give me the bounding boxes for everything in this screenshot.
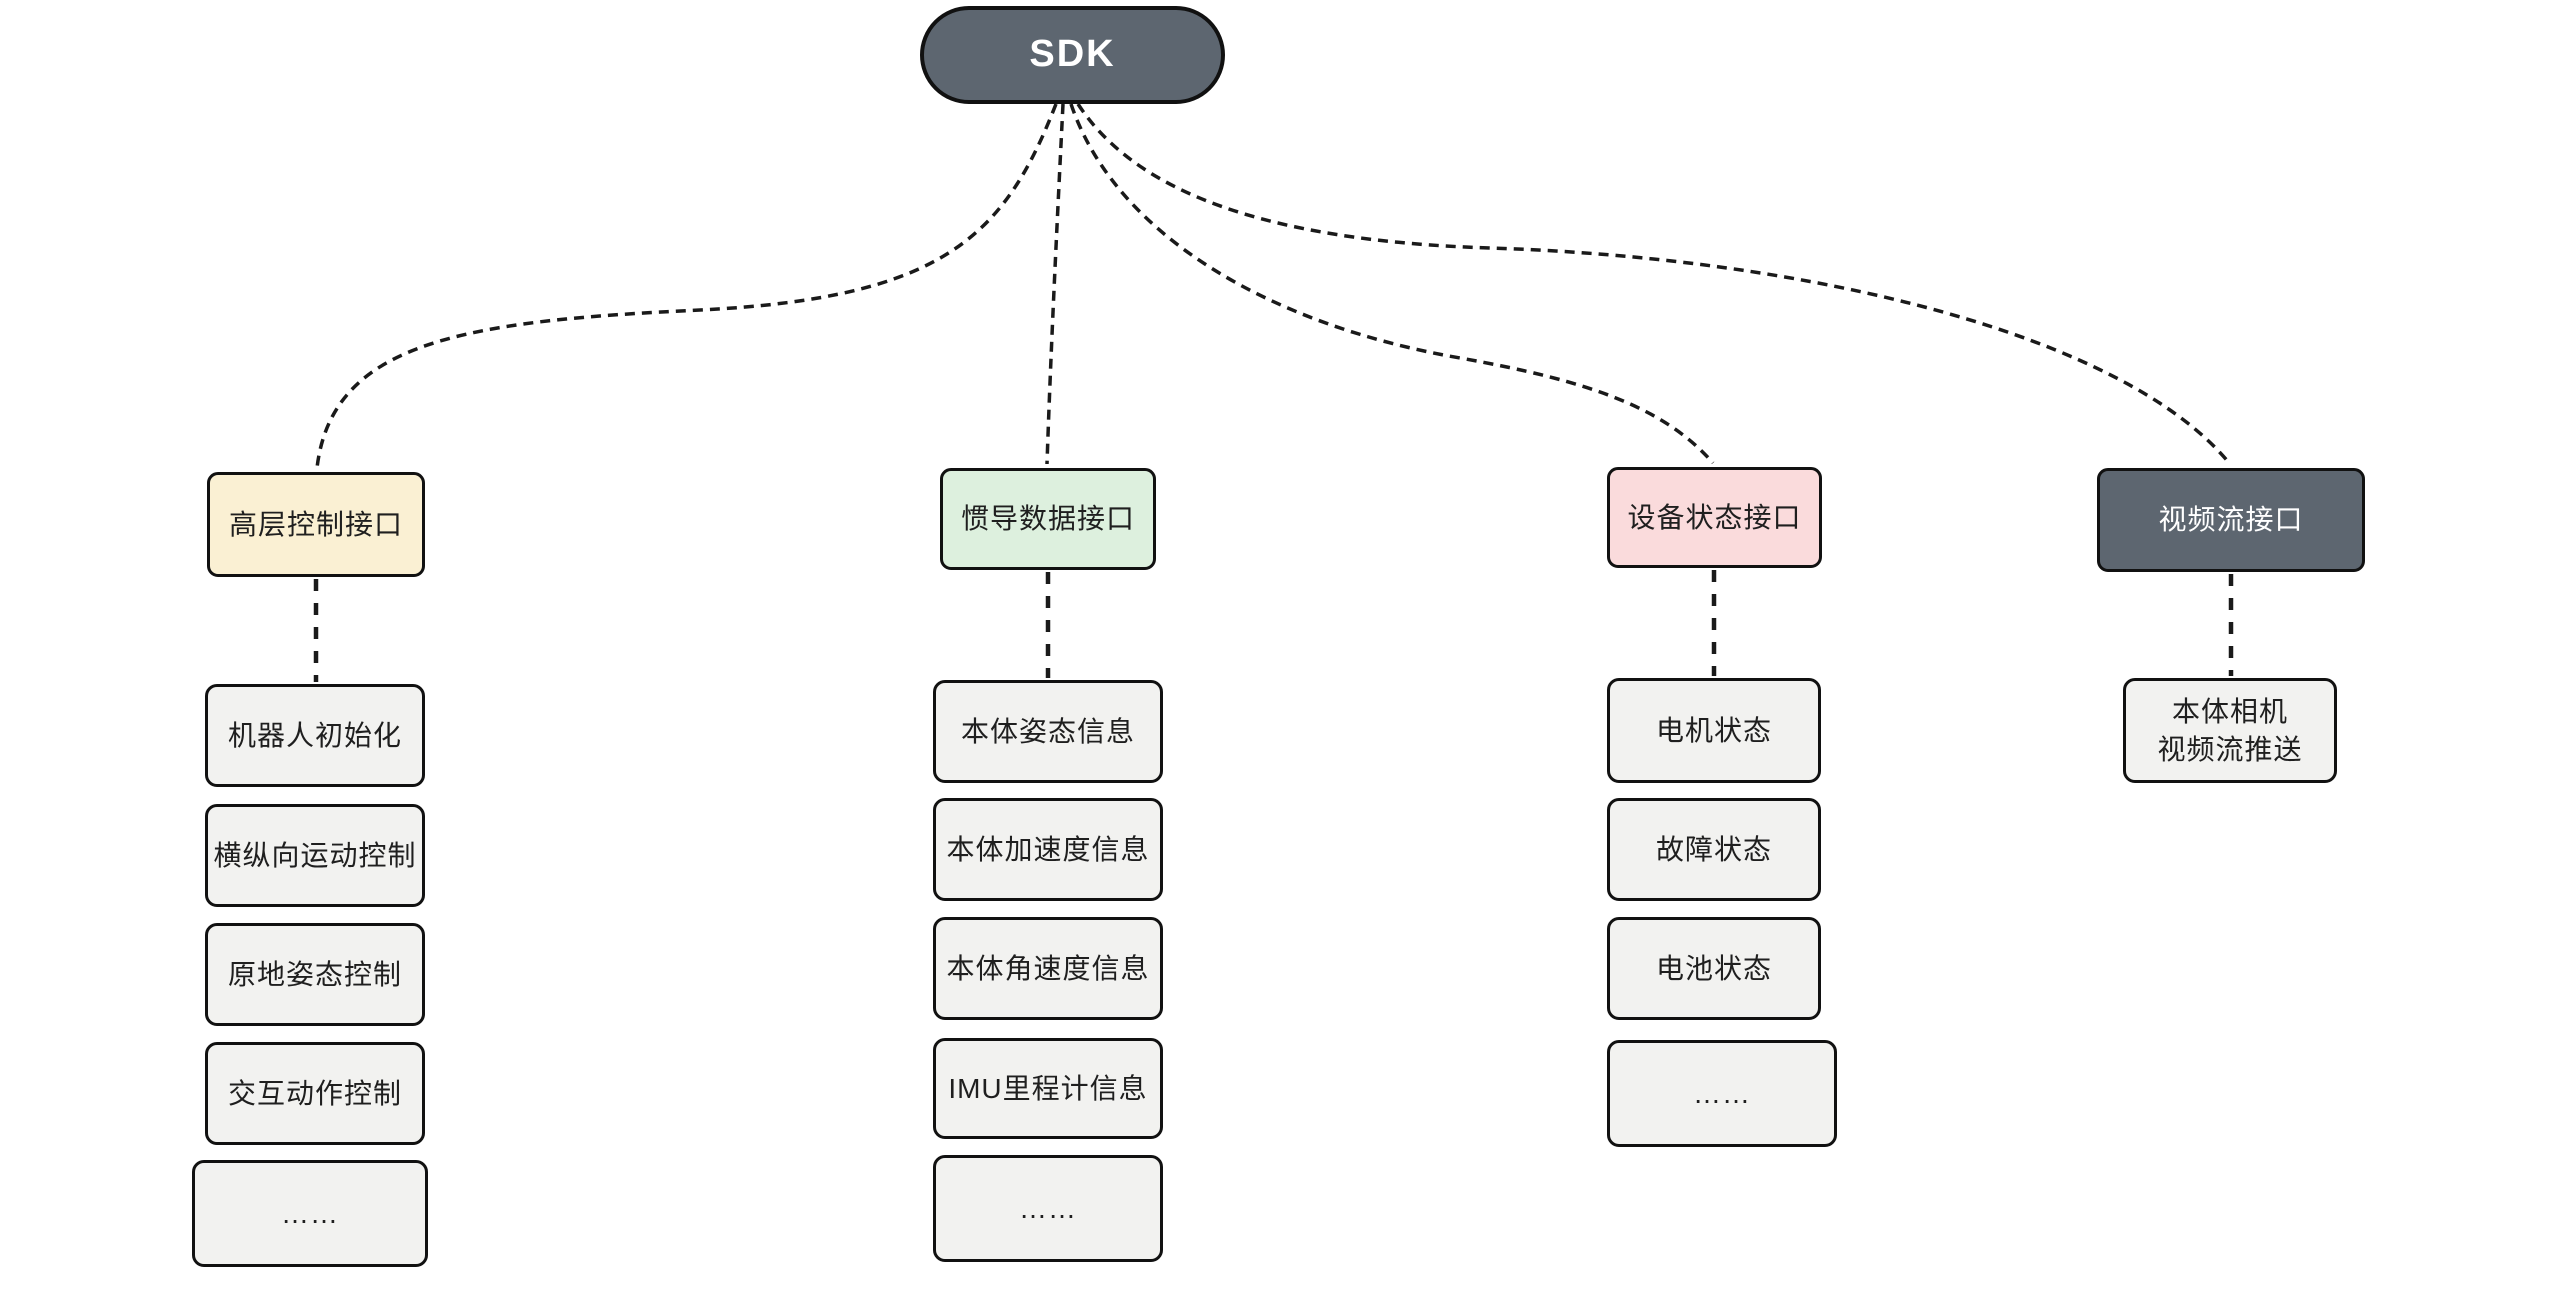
- child-node-interactive-action-control: 交互动作控制: [205, 1042, 425, 1145]
- child-node-more-imu: ……: [933, 1155, 1163, 1262]
- sdk-root-node: SDK: [920, 6, 1225, 104]
- child-node-body-acceleration-info: 本体加速度信息: [933, 798, 1163, 901]
- child-node-motor-status: 电机状态: [1607, 678, 1821, 783]
- header-node-video-stream: 视频流接口: [2097, 468, 2365, 572]
- child-node-imu-odometry-info: IMU里程计信息: [933, 1038, 1163, 1139]
- child-node-more-control: ……: [192, 1160, 428, 1267]
- child-node-battery-status: 电池状态: [1607, 917, 1821, 1020]
- child-node-line-1: 本体相机: [2171, 695, 2288, 727]
- child-node-in-place-posture-control: 原地姿态控制: [205, 923, 425, 1026]
- connector-sdk-to-high-level-control: [315, 103, 1058, 469]
- child-node-more-status: ……: [1607, 1040, 1837, 1147]
- header-node-device-status: 设备状态接口: [1607, 467, 1822, 568]
- child-node-lateral-longitudinal-motion-control: 横纵向运动控制: [205, 804, 425, 907]
- child-node-body-posture-info: 本体姿态信息: [933, 680, 1163, 783]
- connector-sdk-to-imu-data: [1045, 103, 1065, 465]
- connector-sdk-to-video-stream: [1076, 103, 2232, 466]
- child-node-line-2: 视频流推送: [2157, 733, 2303, 765]
- child-node-body-camera-video-push: 本体相机 视频流推送: [2123, 678, 2337, 783]
- header-node-high-level-control: 高层控制接口: [207, 472, 425, 577]
- header-node-imu-data: 惯导数据接口: [940, 468, 1156, 570]
- child-node-body-angular-velocity-info: 本体角速度信息: [933, 917, 1163, 1020]
- child-node-robot-init: 机器人初始化: [205, 684, 425, 787]
- connector-sdk-to-device-status: [1069, 103, 1715, 465]
- child-node-fault-status: 故障状态: [1607, 798, 1821, 901]
